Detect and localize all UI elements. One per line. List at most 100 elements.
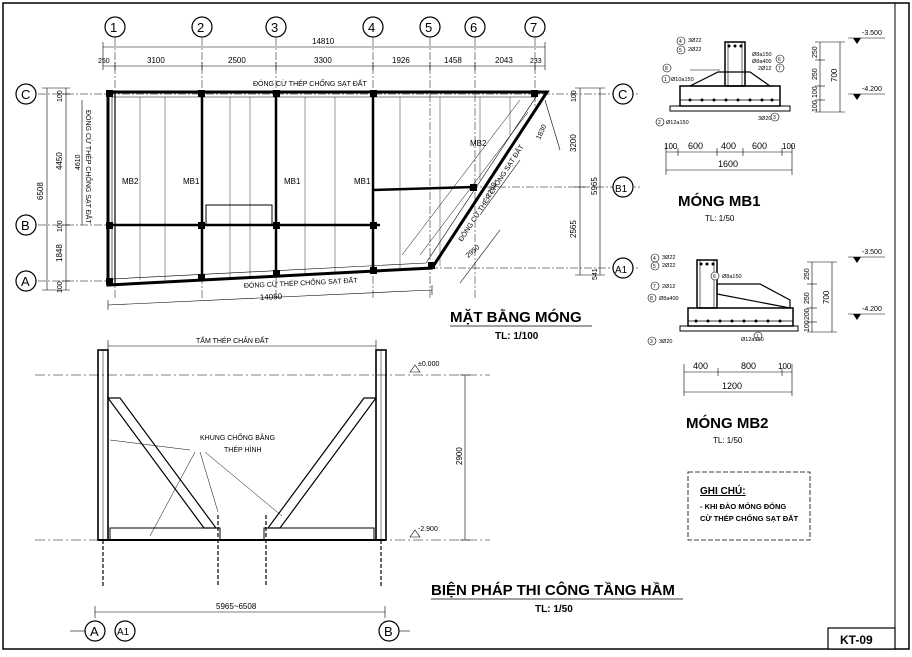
mb1-tag-num-5: 1 — [664, 77, 667, 83]
footing-mb1-detail: 4 5 6 7 8 1 2 3 3Ø22 2Ø22 Ø8a150 Ø8a400 … — [655, 30, 885, 223]
mb1-rebar-1: 2Ø22 — [688, 47, 701, 53]
basement-construction-section: TẤM THÉP CHẮN ĐẤT KHUNG CHỐ — [35, 335, 683, 642]
basement-title: BIỆN PHÁP THI CÔNG TẦNG HẦM — [431, 581, 675, 599]
mb1-rebar-5: Ø10a150 — [671, 77, 694, 83]
mb1-rebar-3: Ø8a400 — [752, 59, 772, 65]
right-dim-upper: 3200 — [569, 134, 578, 152]
mb2-level-bottom: -4.200 — [862, 306, 882, 313]
mb1-tag-num-4: 8 — [665, 66, 668, 72]
mb2-bottom-dim-2: 100 — [778, 362, 792, 371]
mb1-rebar-2: Ø8a150 — [752, 52, 772, 58]
mb1-tag-num-6: 2 — [658, 120, 661, 126]
mb2-bottom-dim-1: 800 — [741, 361, 756, 371]
footing-label-mb2-left: MB2 — [122, 177, 139, 186]
overall-width-dim: 14810 — [312, 37, 335, 46]
sheet-pile-label-diag: ĐÓNG CỪ THÉP CHỐNG SẠT ĐẤT — [455, 142, 526, 243]
mb1-bottom-dim-2: 400 — [721, 141, 736, 151]
brace-label-0: KHUNG CHỐNG BẰNG — [200, 432, 275, 442]
mb2-rebar-5: 3Ø20 — [659, 339, 672, 345]
plan-title: MẶT BẰNG MÓNG — [450, 308, 582, 326]
grid-bubble-A1-right: A1 — [615, 265, 628, 276]
grid-bubble-B-left: B — [21, 218, 30, 233]
mb1-side-dim-1: 250 — [812, 68, 819, 80]
right-small-1: 541 — [592, 268, 599, 280]
left-dim-lower: 1848 — [55, 244, 64, 262]
mb1-bottom-dim-3: 600 — [752, 141, 767, 151]
mb1-side-dim-2: 100 — [812, 86, 819, 98]
brace-label-1: THÉP HÌNH — [224, 445, 262, 454]
mb1-level-top: -3.500 — [862, 30, 882, 37]
footing-label-mb1-c: MB1 — [354, 177, 371, 186]
left-small-2: 100 — [57, 281, 64, 293]
sheet-pile-label-left: ĐÓNG CỪ THÉP CHỐNG SẠT ĐẤT — [84, 110, 94, 224]
mb1-rebar-6: Ø12a150 — [666, 120, 689, 126]
mb1-level-bottom: -4.200 — [862, 86, 882, 93]
diag-dim-0: 1830 — [535, 124, 548, 141]
mb1-bottom-dim-4: 100 — [782, 142, 796, 151]
section-grid-B: B — [384, 624, 393, 639]
inner-dim: 4610 — [75, 154, 82, 170]
mb2-tag-num-2: 6 — [713, 274, 716, 280]
col-dim-5: 1458 — [444, 56, 462, 65]
section-grid-A: A — [90, 624, 99, 639]
mb1-side-dim-0: 250 — [812, 46, 819, 58]
mb2-rebar-2: Ø8a150 — [722, 274, 742, 280]
mb2-side-dim-0: 250 — [804, 268, 811, 280]
footing-label-mb1-a: MB1 — [183, 177, 200, 186]
mb2-tag-num-1: 5 — [653, 264, 656, 270]
sheet-number: KT-09 — [840, 633, 873, 647]
grid-bubble-2: 2 — [197, 20, 204, 35]
mb1-title: MÓNG MB1 — [678, 192, 761, 210]
sheet-pile-label-top: ĐÓNG CỪ THÉP CHỐNG SẠT ĐẤT — [253, 78, 367, 88]
basement-top-label: TẤM THÉP CHẮN ĐẤT — [196, 335, 270, 345]
col-dim-1: 3100 — [147, 56, 165, 65]
note-box: GHI CHÚ: - KHI ĐÀO MÓNG ĐÓNG CỪ THÉP CHỐ… — [687, 471, 811, 541]
plan-scale: TL: 1/100 — [495, 331, 539, 342]
grid-bubble-C-left: C — [21, 87, 30, 102]
grid-bubble-3: 3 — [271, 20, 278, 35]
mb2-tag-num-6: 1 — [756, 334, 759, 340]
left-small-0: 100 — [57, 90, 64, 102]
mb2-tag-num-3: 7 — [653, 284, 656, 290]
sheet-number-box — [827, 627, 896, 650]
note-line-0: - KHI ĐÀO MÓNG ĐÓNG — [700, 502, 786, 511]
grid-bubble-A-left: A — [21, 274, 30, 289]
col-dim-2: 2500 — [228, 56, 246, 65]
top-level: ±0.000 — [418, 361, 439, 368]
mb2-rebar-0: 3Ø22 — [662, 255, 675, 261]
mb1-rebar-0: 3Ø22 — [688, 38, 701, 44]
col-dim-3: 3300 — [314, 56, 332, 65]
foundation-plan: 1 2 3 4 5 6 7 C B A C B1 A1 14810 250 31… — [15, 16, 640, 342]
mb2-side-dim-total: 700 — [822, 290, 831, 304]
col-dim-4: 1926 — [392, 56, 410, 65]
mb2-side-dim-1: 250 — [804, 292, 811, 304]
grid-bubble-B1-right: B1 — [615, 184, 628, 195]
col-dim-6: 2043 — [495, 56, 513, 65]
left-small-1: 100 — [57, 220, 64, 232]
col-dim-7: 233 — [530, 58, 542, 65]
grid-bubble-1: 1 — [110, 20, 117, 35]
grid-bubble-7: 7 — [530, 20, 537, 35]
footing-label-mb2-right: MB2 — [470, 139, 487, 148]
mb2-rebar-4: Ø8a400 — [659, 296, 679, 302]
footing-label-mb1-b: MB1 — [284, 177, 301, 186]
left-dim-total: 6508 — [36, 182, 45, 200]
basement-height-dim: 2900 — [455, 447, 464, 465]
mb2-rebar-6: Ø12a150 — [741, 337, 764, 343]
mb2-tag-num-0: 4 — [653, 256, 656, 262]
grid-bubble-4: 4 — [368, 20, 375, 35]
mb1-scale: TL: 1/50 — [705, 214, 735, 223]
mb1-total-dim: 1600 — [718, 159, 738, 169]
mb1-tag-num-7: 3 — [773, 115, 776, 121]
mb1-side-dim-3: 100 — [812, 100, 819, 112]
right-dim-lower: 2565 — [569, 220, 578, 238]
mb1-tag-num-3: 7 — [778, 66, 781, 72]
mb1-tag-num-0: 4 — [679, 39, 682, 45]
footing-mb2-detail: 4 5 6 7 8 3 1 3Ø22 2Ø22 Ø8a150 2Ø12 Ø8a4… — [647, 249, 885, 445]
mb2-tag-num-4: 8 — [650, 296, 653, 302]
mb2-scale: TL: 1/50 — [713, 436, 743, 445]
right-dim-total: 5965 — [590, 177, 599, 195]
